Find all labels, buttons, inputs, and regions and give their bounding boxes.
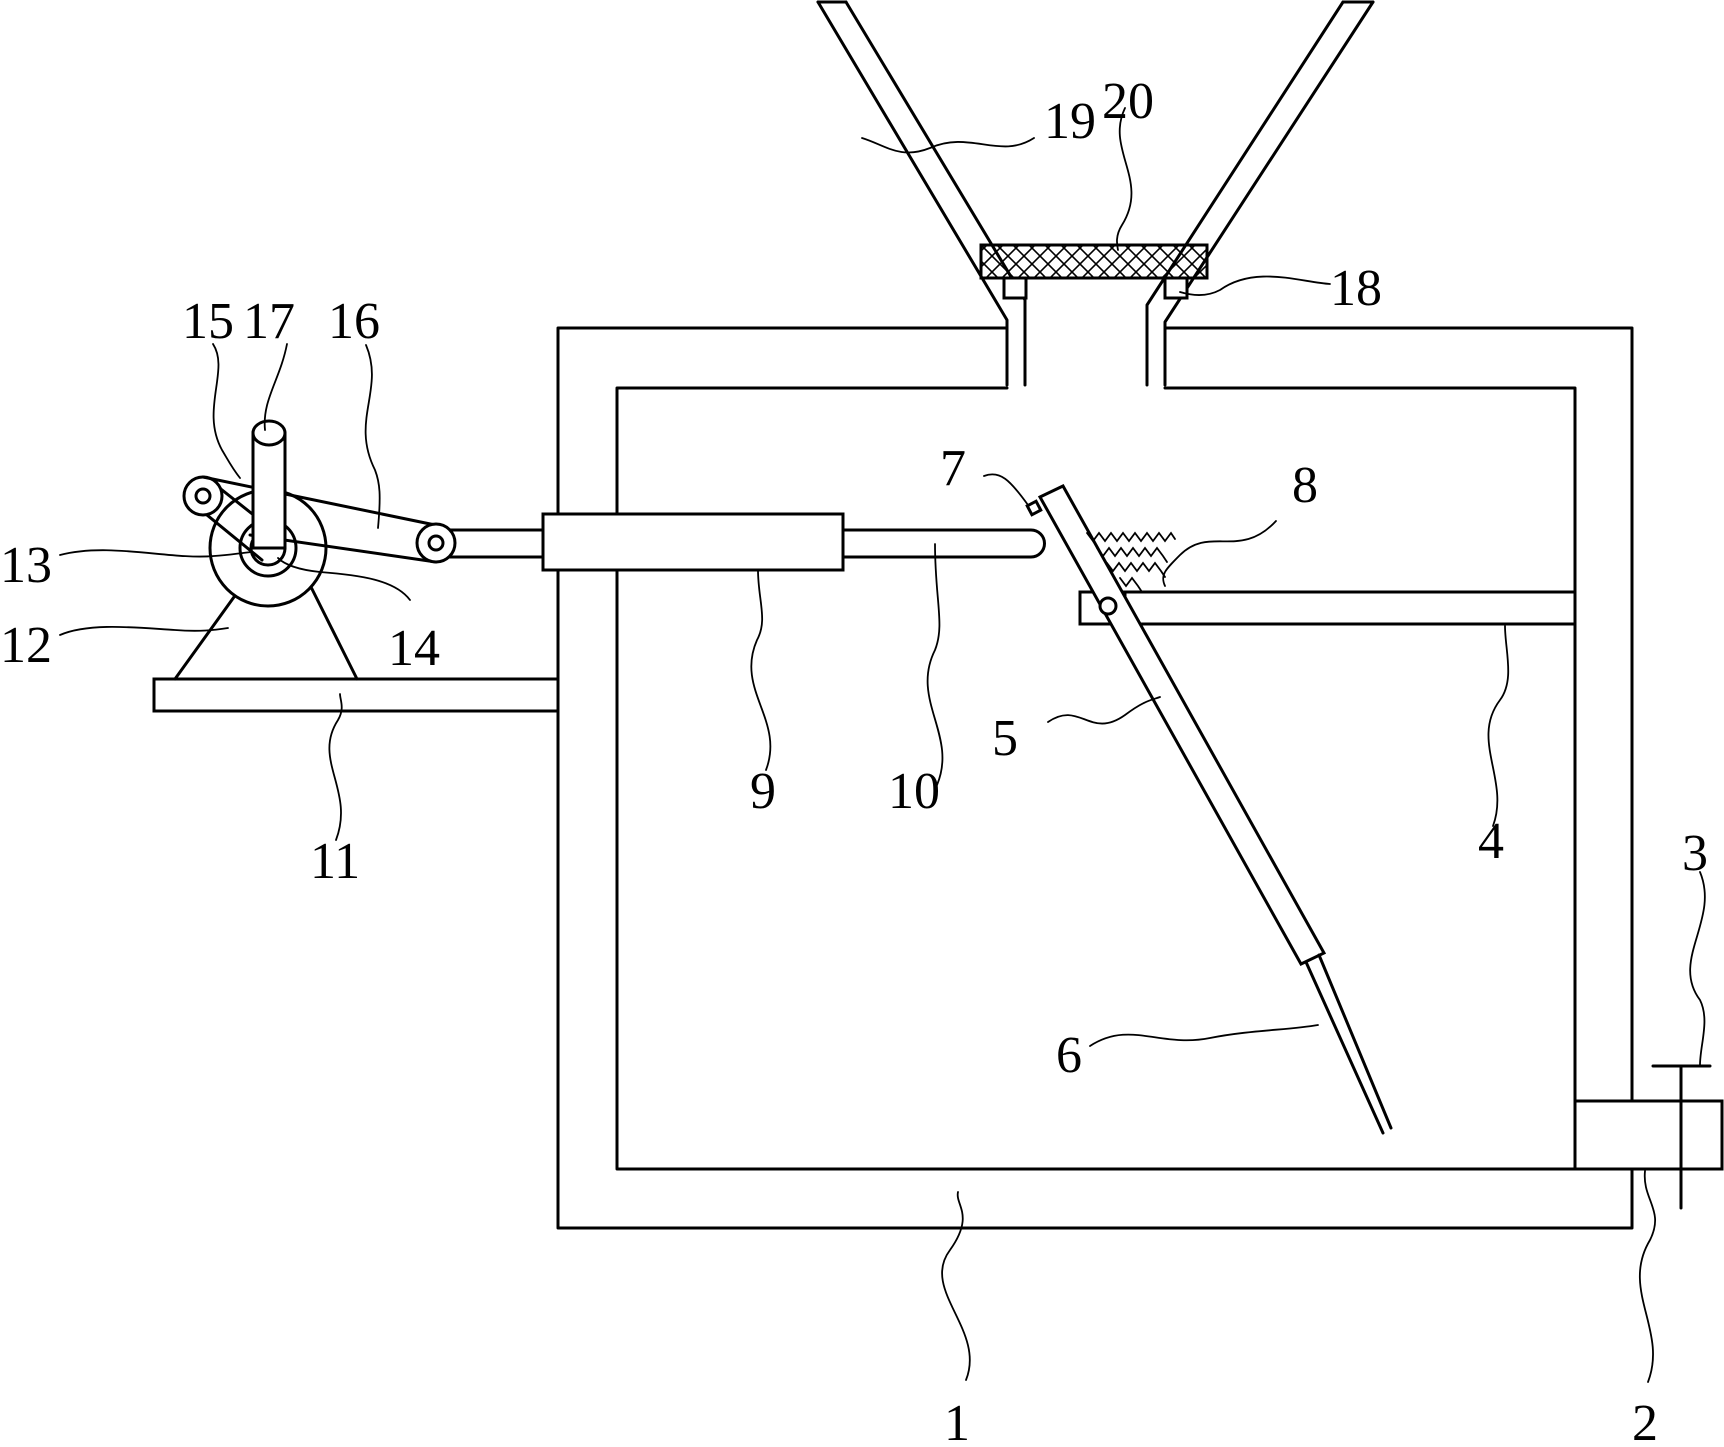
label-10: 10 — [888, 763, 940, 820]
label-9: 9 — [750, 763, 776, 820]
label-2: 2 — [1632, 1395, 1658, 1447]
label-13: 13 — [0, 537, 52, 594]
label-1: 1 — [944, 1395, 970, 1447]
label-7: 7 — [940, 440, 966, 497]
motor-stand — [173, 573, 359, 681]
label-19: 19 — [1044, 93, 1096, 150]
extension-rod — [1304, 953, 1393, 1135]
label-3: 3 — [1682, 825, 1708, 882]
label-16: 16 — [328, 293, 380, 350]
filter-screen — [979, 243, 1209, 280]
label-20: 20 — [1102, 73, 1154, 130]
support-plate — [1078, 590, 1577, 626]
hopper — [816, 0, 1375, 387]
label-11: 11 — [310, 833, 360, 890]
outlet-pipe — [1573, 1099, 1724, 1171]
spring — [1086, 531, 1176, 593]
hook-block — [1025, 499, 1043, 517]
label-12: 12 — [0, 617, 52, 674]
leader-lines — [59, 107, 1706, 1383]
valve — [1651, 1064, 1712, 1210]
label-18: 18 — [1330, 260, 1382, 317]
guide-sleeve — [541, 512, 845, 572]
label-8: 8 — [1292, 457, 1318, 514]
screen-support-blocks — [1002, 276, 1189, 300]
reference-numerals: 1 2 3 4 5 6 7 8 9 10 11 12 13 14 15 16 1… — [0, 73, 1708, 1447]
crank-arm — [182, 475, 277, 562]
push-rod — [441, 528, 1046, 559]
label-15: 15 — [182, 293, 234, 350]
label-5: 5 — [992, 710, 1018, 767]
main-box — [556, 326, 1634, 1230]
label-4: 4 — [1478, 813, 1504, 870]
bracket — [152, 677, 560, 713]
handle — [251, 419, 287, 550]
label-14: 14 — [388, 620, 440, 677]
label-6: 6 — [1056, 1027, 1082, 1084]
swing-plate — [1037, 484, 1327, 966]
label-17: 17 — [243, 293, 295, 350]
